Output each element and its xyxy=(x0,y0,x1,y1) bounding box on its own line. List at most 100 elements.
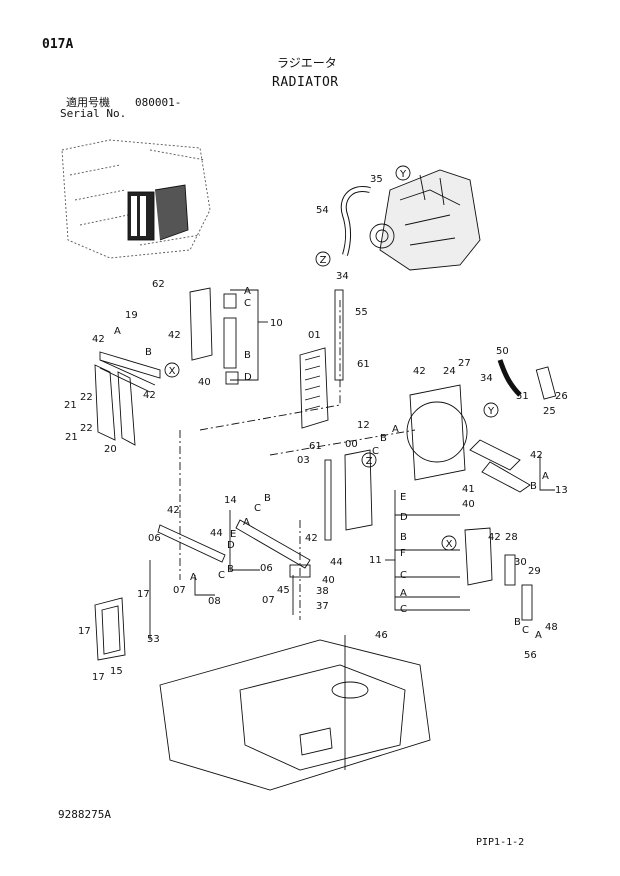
callout-44: 44 xyxy=(330,557,343,568)
radiator-highlight-sketch xyxy=(127,184,189,241)
callout-12: 12 xyxy=(357,420,370,431)
svg-text:A: A xyxy=(392,424,399,435)
callout-17: 17 xyxy=(78,626,91,637)
callout-61: 61 xyxy=(357,359,370,370)
reference-lines xyxy=(179,300,416,620)
coolant-reservoir xyxy=(324,449,373,541)
svg-text:B: B xyxy=(244,350,251,361)
callout-25: 25 xyxy=(543,406,556,417)
svg-text:B: B xyxy=(514,617,521,628)
view-reference-z: Z xyxy=(315,251,331,267)
fan-guard xyxy=(94,597,126,661)
base-frame xyxy=(159,639,431,791)
fan-shroud xyxy=(406,384,468,481)
callout-42: 42 xyxy=(530,450,543,461)
svg-text:A: A xyxy=(400,588,407,599)
callout-22: 22 xyxy=(80,392,93,403)
svg-text:A: A xyxy=(114,326,121,337)
callout-08: 08 xyxy=(208,596,221,607)
callout-42: 42 xyxy=(92,334,105,345)
bracket-13 xyxy=(469,439,521,471)
callout-40: 40 xyxy=(462,499,475,510)
svg-text:B: B xyxy=(227,564,234,575)
callout-46: 46 xyxy=(375,630,388,641)
reference-letters: A C B D A B A B C A B B C A E D C B A E … xyxy=(114,286,549,641)
page-title: RADIATOR xyxy=(272,75,339,90)
svg-text:D: D xyxy=(244,372,252,383)
svg-text:C: C xyxy=(244,298,251,309)
callout-50: 50 xyxy=(496,346,509,357)
callout-06: 06 xyxy=(148,533,161,544)
svg-text:Z: Z xyxy=(320,255,327,266)
svg-text:Z: Z xyxy=(366,456,373,467)
svg-text:Y: Y xyxy=(399,169,407,180)
serial-label: Serial No. xyxy=(60,107,127,120)
svg-text:E: E xyxy=(230,529,236,540)
view-reference-y: Y xyxy=(395,165,411,181)
callout-35: 35 xyxy=(370,174,383,185)
callout-22: 22 xyxy=(80,423,93,434)
callout-42: 42 xyxy=(413,366,426,377)
page-reference: PIP1-1-2 xyxy=(476,837,525,848)
callout-26: 26 xyxy=(555,391,568,402)
svg-text:A: A xyxy=(535,630,542,641)
callout-19: 19 xyxy=(125,310,138,321)
svg-text:B: B xyxy=(380,433,387,444)
callout-34: 34 xyxy=(480,373,493,384)
callout-29: 29 xyxy=(528,566,541,577)
callout-30: 30 xyxy=(514,557,527,568)
callout-42: 42 xyxy=(143,390,156,401)
radiator-side-plates xyxy=(94,351,161,446)
svg-text:D: D xyxy=(227,540,235,551)
svg-text:D: D xyxy=(400,512,408,523)
svg-text:A: A xyxy=(542,471,549,482)
svg-text:X: X xyxy=(169,366,176,377)
bracket-assembly-10 xyxy=(189,287,239,385)
callout-42: 42 xyxy=(305,533,318,544)
svg-text:C: C xyxy=(400,604,407,615)
svg-text:B: B xyxy=(530,481,537,492)
callout-56: 56 xyxy=(524,650,537,661)
callout-42: 42 xyxy=(167,505,180,516)
callout-03: 03 xyxy=(297,455,310,466)
engine-illustration xyxy=(369,169,481,271)
machine-overview-illustration xyxy=(61,139,211,259)
serial-number-value: 080001- xyxy=(135,96,182,109)
svg-text:B: B xyxy=(400,532,407,543)
callout-45: 45 xyxy=(277,585,290,596)
callout-38: 38 xyxy=(316,586,329,597)
callout-27: 27 xyxy=(458,358,471,369)
section-code: 017A xyxy=(42,37,74,52)
callout-24: 24 xyxy=(443,366,456,377)
callout-14: 14 xyxy=(224,495,237,506)
callout-20: 20 xyxy=(104,444,117,455)
callout-17: 17 xyxy=(137,589,150,600)
svg-text:C: C xyxy=(372,446,379,457)
callout-37: 37 xyxy=(316,601,329,612)
svg-text:A: A xyxy=(243,517,250,528)
callout-55: 55 xyxy=(355,307,368,318)
svg-text:C: C xyxy=(254,503,261,514)
serial-label-japanese: 適用号機 xyxy=(66,96,110,109)
callout-42: 42 xyxy=(168,330,181,341)
svg-text:C: C xyxy=(522,625,529,636)
callout-01: 01 xyxy=(308,330,321,341)
callout-00: 00 xyxy=(345,439,358,450)
callout-17: 17 xyxy=(92,672,105,683)
callout-40: 40 xyxy=(198,377,211,388)
radiator-core xyxy=(299,289,344,429)
view-reference-z: Z xyxy=(361,452,377,468)
svg-text:B: B xyxy=(264,493,271,504)
view-reference-y: Y xyxy=(483,402,499,418)
callout-51: 51 xyxy=(516,391,529,402)
callout-48: 48 xyxy=(545,622,558,633)
svg-text:E: E xyxy=(400,492,406,503)
callout-15: 15 xyxy=(110,666,123,677)
callout-42: 42 xyxy=(488,532,501,543)
svg-text:X: X xyxy=(446,539,453,550)
callout-10: 10 xyxy=(270,318,283,329)
svg-text:Y: Y xyxy=(487,406,495,417)
callout-07: 07 xyxy=(173,585,186,596)
callout-41: 41 xyxy=(462,484,475,495)
